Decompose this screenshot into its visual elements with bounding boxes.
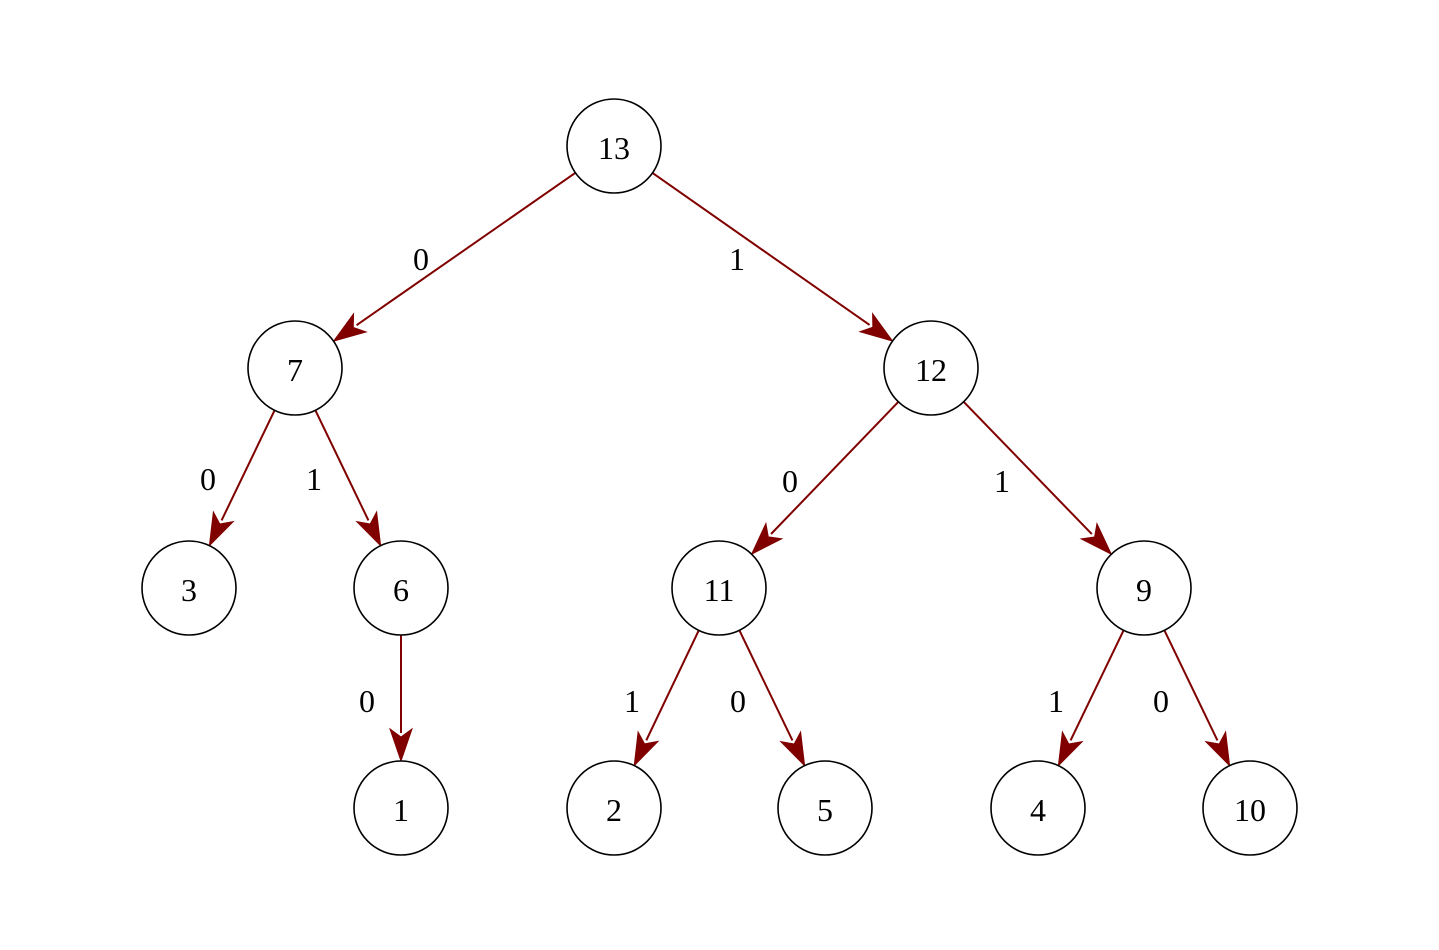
- node-circle: [566, 98, 662, 194]
- edge-label: 1: [624, 683, 640, 719]
- arrowhead-icon: [633, 730, 660, 767]
- node-label: 4: [1030, 792, 1046, 828]
- edge-label: 1: [994, 463, 1010, 499]
- edge-line: [651, 172, 871, 326]
- edge-n9-n4: 1: [1048, 629, 1125, 768]
- edge-line: [770, 401, 900, 535]
- edge-label: 1: [1048, 683, 1064, 719]
- edge-line: [645, 629, 700, 741]
- tree-node-11: 11: [671, 540, 767, 636]
- node-label: 9: [1136, 572, 1152, 608]
- edge-label: 1: [729, 241, 745, 277]
- tree-node-12: 12: [883, 320, 979, 416]
- edge-line: [1163, 629, 1219, 741]
- arrowhead-icon: [332, 312, 368, 343]
- node-label: 5: [817, 792, 833, 828]
- arrowhead-icon: [750, 521, 784, 556]
- edge-label: 1: [306, 461, 322, 497]
- edge-label: 0: [359, 683, 375, 719]
- edge-line: [738, 629, 794, 741]
- edge-n9-n10: 0: [1153, 629, 1231, 768]
- edges-layer: 0 1 0 1 0 1 0 1 0 1 0: [200, 172, 1231, 768]
- edge-label: 0: [413, 241, 429, 277]
- node-label: 2: [606, 792, 622, 828]
- arrowhead-icon: [779, 730, 806, 768]
- edge-n13-n7: 0: [332, 172, 576, 343]
- edge-line: [220, 409, 276, 521]
- node-circle: [883, 320, 979, 416]
- arrowhead-icon: [1204, 730, 1231, 768]
- edge-label: 0: [200, 461, 216, 497]
- tree-node-7: 7: [247, 320, 343, 416]
- edge-n11-n5: 0: [730, 629, 806, 768]
- node-label: 3: [181, 572, 197, 608]
- tree-node-2: 2: [566, 760, 662, 856]
- arrowhead-icon: [858, 312, 894, 342]
- node-label: 7: [287, 352, 303, 388]
- node-circle: [566, 760, 662, 856]
- node-circle: [247, 320, 343, 416]
- node-circle: [671, 540, 767, 636]
- arrowhead-icon: [1079, 521, 1113, 556]
- edge-line: [962, 401, 1093, 535]
- node-circle: [1202, 760, 1298, 856]
- edge-n13-n12: 1: [651, 172, 894, 342]
- edge-line: [355, 172, 576, 326]
- node-label: 10: [1234, 792, 1266, 828]
- edge-n6-n1: 0: [359, 635, 413, 763]
- tree-node-6: 6: [353, 540, 449, 636]
- edge-label: 0: [730, 683, 746, 719]
- edge-label: 0: [1153, 683, 1169, 719]
- tree-node-13: 13: [566, 98, 662, 194]
- edge-line: [314, 409, 370, 521]
- arrowhead-icon: [1057, 730, 1084, 768]
- tree-node-4: 4: [990, 760, 1086, 856]
- node-circle: [353, 760, 449, 856]
- node-label: 1: [393, 792, 409, 828]
- node-circle: [777, 760, 873, 856]
- edge-n12-n11: 0: [750, 401, 900, 556]
- node-label: 12: [915, 352, 947, 388]
- arrowhead-icon: [208, 510, 235, 548]
- edge-label: 0: [782, 463, 798, 499]
- tree-node-3: 3: [141, 540, 237, 636]
- tree-node-1: 1: [353, 760, 449, 856]
- edge-line: [1069, 629, 1125, 741]
- edge-n11-n2: 1: [624, 629, 700, 767]
- node-circle: [990, 760, 1086, 856]
- arrowhead-icon: [389, 727, 413, 763]
- arrowhead-icon: [355, 510, 382, 548]
- edge-n7-n6: 1: [306, 409, 382, 548]
- node-label: 6: [393, 572, 409, 608]
- tree-node-10: 10: [1202, 760, 1298, 856]
- edge-n12-n9: 1: [962, 401, 1113, 556]
- tree-node-5: 5: [777, 760, 873, 856]
- node-circle: [141, 540, 237, 636]
- tree-node-9: 9: [1096, 540, 1192, 636]
- node-label: 13: [598, 130, 630, 166]
- node-circle: [1096, 540, 1192, 636]
- edge-n7-n3: 0: [200, 409, 276, 548]
- node-circle: [353, 540, 449, 636]
- node-label: 11: [704, 572, 735, 608]
